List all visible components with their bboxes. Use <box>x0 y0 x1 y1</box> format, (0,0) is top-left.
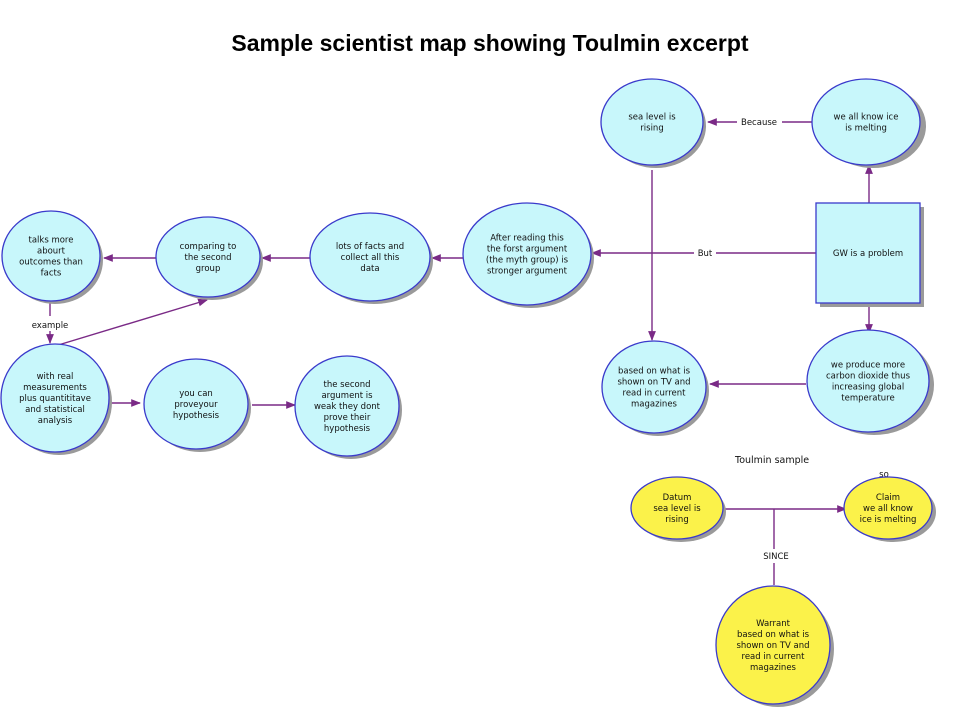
node-gw-problem: GW is a problem <box>815 202 924 307</box>
node-gw-problem-text: GW is a problem <box>833 249 903 259</box>
edges <box>46 118 873 585</box>
label-but: But <box>698 249 713 259</box>
label-since: SINCE <box>763 552 789 562</box>
toulmin-caption: Toulmin sample <box>734 455 809 466</box>
label-because: Because <box>741 118 777 128</box>
label-so: so <box>879 470 889 480</box>
diagram-title: Sample scientist map showing Toulmin exc… <box>231 30 749 56</box>
label-example: example <box>32 321 69 331</box>
edge-labels: Because But example SINCE so Toulmin sam… <box>32 118 889 562</box>
edge-real-to-comparing <box>54 298 208 347</box>
